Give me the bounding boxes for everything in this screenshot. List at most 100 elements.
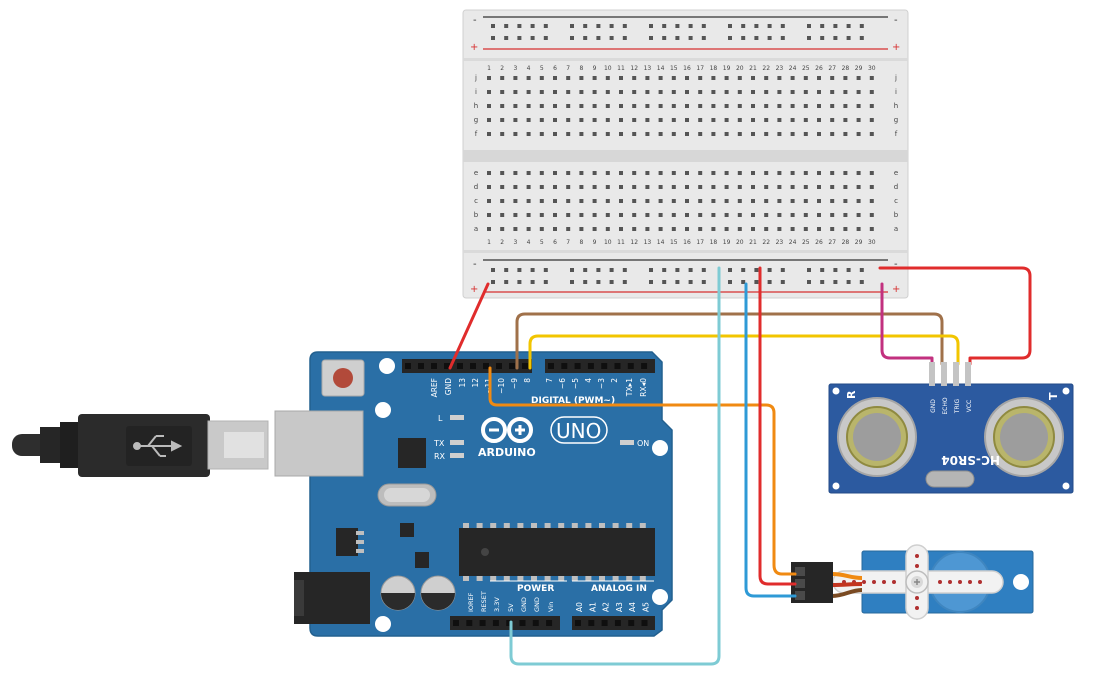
- breadboard-hole[interactable]: [526, 104, 531, 108]
- header-pin-hole[interactable]: [614, 620, 621, 626]
- breadboard-hole[interactable]: [619, 76, 623, 80]
- header-pin-hole[interactable]: [483, 363, 489, 369]
- rail-hole[interactable]: [596, 280, 601, 284]
- rail-hole[interactable]: [609, 268, 614, 272]
- breadboard-hole[interactable]: [605, 76, 610, 80]
- rail-hole[interactable]: [543, 280, 548, 284]
- header-pin-hole[interactable]: [628, 620, 635, 626]
- breadboard-hole[interactable]: [737, 132, 742, 136]
- breadboard-hole[interactable]: [737, 199, 742, 203]
- rail-hole[interactable]: [728, 280, 732, 284]
- breadboard-hole[interactable]: [751, 199, 755, 203]
- breadboard-hole[interactable]: [671, 104, 676, 108]
- breadboard-hole[interactable]: [685, 199, 689, 203]
- breadboard-hole[interactable]: [539, 104, 544, 108]
- breadboard-hole[interactable]: [487, 213, 491, 217]
- rail-hole[interactable]: [583, 36, 588, 40]
- breadboard-hole[interactable]: [658, 118, 663, 122]
- breadboard-hole[interactable]: [658, 90, 663, 94]
- rail-hole[interactable]: [504, 36, 509, 40]
- breadboard-hole[interactable]: [539, 118, 544, 122]
- rail-hole[interactable]: [820, 24, 825, 28]
- breadboard-hole[interactable]: [605, 185, 610, 189]
- breadboard-hole[interactable]: [619, 104, 623, 108]
- breadboard-hole[interactable]: [737, 213, 742, 217]
- rail-hole[interactable]: [846, 36, 851, 40]
- breadboard-hole[interactable]: [632, 227, 637, 231]
- breadboard-hole[interactable]: [685, 76, 689, 80]
- rail-hole[interactable]: [530, 268, 535, 272]
- breadboard-hole[interactable]: [777, 171, 782, 175]
- rail-hole[interactable]: [662, 24, 667, 28]
- breadboard-hole[interactable]: [777, 118, 782, 122]
- breadboard-hole[interactable]: [698, 213, 703, 217]
- rail-hole[interactable]: [570, 36, 574, 40]
- breadboard-hole[interactable]: [645, 227, 650, 231]
- breadboard-hole[interactable]: [566, 199, 571, 203]
- breadboard-hole[interactable]: [869, 118, 874, 122]
- rail-hole[interactable]: [583, 24, 588, 28]
- breadboard-hole[interactable]: [500, 227, 505, 231]
- wire-echo-pin9[interactable]: [515, 312, 944, 370]
- breadboard-hole[interactable]: [553, 227, 557, 231]
- breadboard-hole[interactable]: [764, 76, 769, 80]
- rail-hole[interactable]: [767, 280, 772, 284]
- breadboard-hole[interactable]: [843, 185, 848, 189]
- breadboard-hole[interactable]: [566, 76, 571, 80]
- breadboard-hole[interactable]: [685, 118, 689, 122]
- breadboard-hole[interactable]: [579, 132, 584, 136]
- breadboard-hole[interactable]: [658, 171, 663, 175]
- breadboard-hole[interactable]: [830, 76, 835, 80]
- rail-hole[interactable]: [780, 36, 785, 40]
- breadboard-hole[interactable]: [500, 213, 505, 217]
- rail-hole[interactable]: [662, 268, 667, 272]
- header-pin-hole[interactable]: [405, 363, 411, 369]
- rail-hole[interactable]: [780, 24, 785, 28]
- rail-hole[interactable]: [728, 36, 732, 40]
- header-pin-hole[interactable]: [641, 363, 648, 369]
- rail-hole[interactable]: [741, 24, 746, 28]
- breadboard-hole[interactable]: [698, 90, 703, 94]
- wire-gnd-to-rail[interactable]: [448, 282, 490, 370]
- breadboard-hole[interactable]: [830, 199, 835, 203]
- breadboard-hole[interactable]: [500, 90, 505, 94]
- rail-hole[interactable]: [754, 280, 759, 284]
- breadboard-hole[interactable]: [685, 185, 689, 189]
- breadboard-hole[interactable]: [526, 171, 531, 175]
- breadboard-hole[interactable]: [619, 185, 623, 189]
- breadboard-hole[interactable]: [513, 213, 518, 217]
- breadboard-hole[interactable]: [579, 185, 584, 189]
- breadboard-hole[interactable]: [500, 132, 505, 136]
- breadboard-hole[interactable]: [764, 199, 769, 203]
- rail-hole[interactable]: [701, 24, 706, 28]
- breadboard-hole[interactable]: [632, 171, 637, 175]
- header-pin-hole[interactable]: [601, 620, 608, 626]
- header-pin-hole[interactable]: [506, 620, 513, 626]
- breadboard-hole[interactable]: [764, 171, 769, 175]
- rail-hole[interactable]: [820, 268, 825, 272]
- breadboard-hole[interactable]: [830, 213, 835, 217]
- breadboard-hole[interactable]: [671, 76, 676, 80]
- breadboard-hole[interactable]: [737, 185, 742, 189]
- rail-hole[interactable]: [820, 280, 825, 284]
- breadboard-hole[interactable]: [764, 185, 769, 189]
- breadboard-hole[interactable]: [790, 227, 795, 231]
- breadboard-hole[interactable]: [487, 185, 491, 189]
- breadboard-hole[interactable]: [817, 118, 821, 122]
- rail-hole[interactable]: [491, 36, 495, 40]
- breadboard-hole[interactable]: [869, 227, 874, 231]
- breadboard-hole[interactable]: [803, 185, 808, 189]
- breadboard-hole[interactable]: [513, 227, 518, 231]
- breadboard-hole[interactable]: [817, 227, 821, 231]
- breadboard-hole[interactable]: [579, 118, 584, 122]
- breadboard-hole[interactable]: [579, 171, 584, 175]
- breadboard-hole[interactable]: [764, 104, 769, 108]
- header-pin-hole[interactable]: [601, 363, 608, 369]
- rail-hole[interactable]: [649, 24, 653, 28]
- breadboard-hole[interactable]: [751, 132, 755, 136]
- breadboard-hole[interactable]: [632, 213, 637, 217]
- breadboard-hole[interactable]: [487, 118, 491, 122]
- breadboard-hole[interactable]: [869, 76, 874, 80]
- breadboard-hole[interactable]: [790, 213, 795, 217]
- breadboard-hole[interactable]: [526, 227, 531, 231]
